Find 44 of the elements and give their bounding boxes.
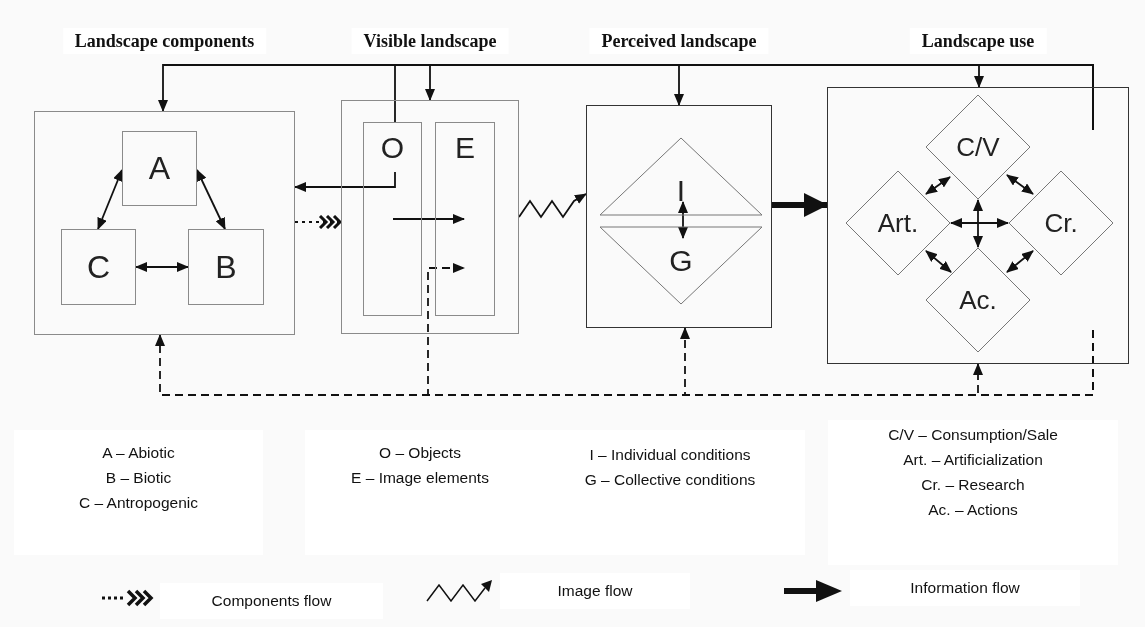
double-arrow xyxy=(196,169,226,230)
diamond-node: Cr. xyxy=(1008,170,1114,276)
column-heading: Landscape components xyxy=(62,28,267,54)
diamond-node: Art. xyxy=(845,170,951,276)
key-text: C – Antropogenic xyxy=(79,493,198,513)
key-text: A – Abiotic xyxy=(102,443,175,463)
letter-box: A xyxy=(122,131,197,206)
letter-box: O xyxy=(363,122,422,316)
triangle-node: I xyxy=(599,137,763,216)
letter-box: C xyxy=(61,229,136,305)
legend-label: Image flow xyxy=(500,573,690,609)
key-text: O – Objects xyxy=(379,443,461,463)
double-arrow xyxy=(1006,174,1034,195)
double-arrow xyxy=(97,169,123,230)
diamond-node: Ac. xyxy=(925,247,1031,353)
dashed-arrow xyxy=(973,329,1094,396)
diamond-node: C/V xyxy=(925,94,1031,200)
key-text: Ac. – Actions xyxy=(928,500,1018,520)
thick-arrow xyxy=(772,193,828,217)
key-text: Art. – Artificialization xyxy=(903,450,1043,470)
double-arrow xyxy=(973,199,983,248)
letter-box: E xyxy=(435,122,495,316)
double-arrow xyxy=(925,176,951,195)
column-heading: Visible landscape xyxy=(351,28,509,54)
key-text: C/V – Consumption/Sale xyxy=(888,425,1058,445)
column-heading: Landscape use xyxy=(909,28,1047,54)
double-arrow xyxy=(1006,250,1034,273)
zigzag-arrow xyxy=(518,193,587,219)
key-text: Cr. – Research xyxy=(921,475,1025,495)
key-text: I – Individual conditions xyxy=(589,445,751,465)
key-text: E – Image elements xyxy=(351,468,489,488)
double-arrow xyxy=(135,262,189,272)
key-text: G – Collective conditions xyxy=(584,470,756,490)
arrow xyxy=(392,214,465,224)
column-heading: Perceived landscape xyxy=(589,28,769,54)
key-text: B – Biotic xyxy=(105,468,172,488)
double-arrow xyxy=(925,250,952,273)
triangle-node: G xyxy=(599,226,763,305)
letter-box: B xyxy=(188,229,264,305)
legend-label: Information flow xyxy=(850,570,1080,606)
double-arrow xyxy=(678,201,688,239)
double-arrow xyxy=(950,218,1009,228)
legend-label: Components flow xyxy=(160,583,383,619)
arrow xyxy=(294,171,396,192)
